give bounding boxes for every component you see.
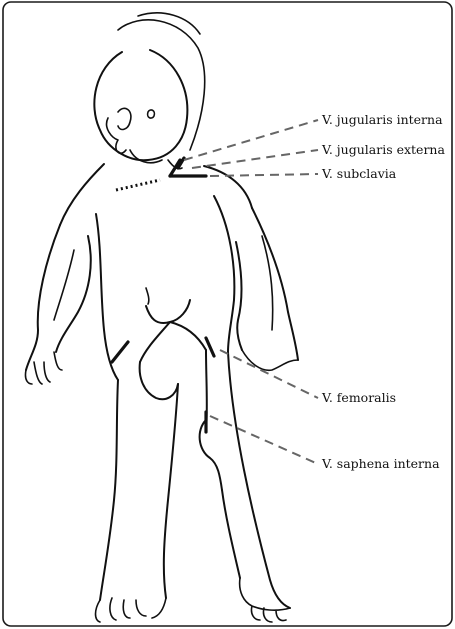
- ear: [118, 108, 131, 129]
- leader-lines: [184, 120, 318, 464]
- right-shin-inner: [222, 490, 240, 578]
- groin-right: [170, 322, 206, 350]
- leader-jugularis-externa: [192, 150, 318, 168]
- right-hand: [242, 350, 298, 370]
- face-profile: [107, 118, 126, 153]
- left-foot: [96, 598, 167, 622]
- right-knee: [200, 420, 222, 490]
- torso-left: [96, 214, 118, 380]
- vessel-markings: [112, 158, 214, 432]
- label-femoralis: V. femoralis: [321, 390, 396, 405]
- label-jugularis-externa: V. jugularis externa: [321, 142, 445, 157]
- navel: [146, 288, 149, 304]
- femoralis-left-vessel: [112, 342, 128, 362]
- torso-right: [214, 196, 234, 352]
- label-saphena-interna: V. saphena interna: [321, 456, 440, 471]
- groin-left: [140, 322, 170, 362]
- leader-saphena-interna: [210, 416, 318, 464]
- left-leg-outer: [100, 380, 118, 600]
- head-outline: [94, 50, 187, 160]
- left-arm-mid: [54, 250, 74, 320]
- left-arm-outer: [26, 225, 60, 370]
- child-figure: [25, 13, 298, 622]
- figure-border: [3, 2, 452, 626]
- right-shoulder: [204, 166, 252, 208]
- right-arm-inner: [236, 242, 242, 350]
- subclavia-dotted: [116, 180, 160, 190]
- right-foot: [240, 578, 290, 622]
- label-jugularis-interna: V. jugularis interna: [321, 112, 443, 127]
- left-shoulder: [60, 164, 104, 225]
- eye: [148, 110, 155, 118]
- left-leg-inner: [164, 384, 178, 598]
- leader-jugularis-interna: [184, 120, 318, 160]
- label-subclavia: V. subclavia: [321, 166, 397, 181]
- belly-fold: [146, 300, 190, 323]
- left-thigh-inner: [140, 362, 178, 399]
- leader-femoralis: [220, 350, 318, 398]
- vessel-labels: V. jugularis interna V. jugularis extern…: [321, 112, 445, 471]
- right-arm-outer: [252, 208, 298, 360]
- femoralis-right-vessel: [206, 338, 214, 356]
- head-halo: [118, 20, 205, 150]
